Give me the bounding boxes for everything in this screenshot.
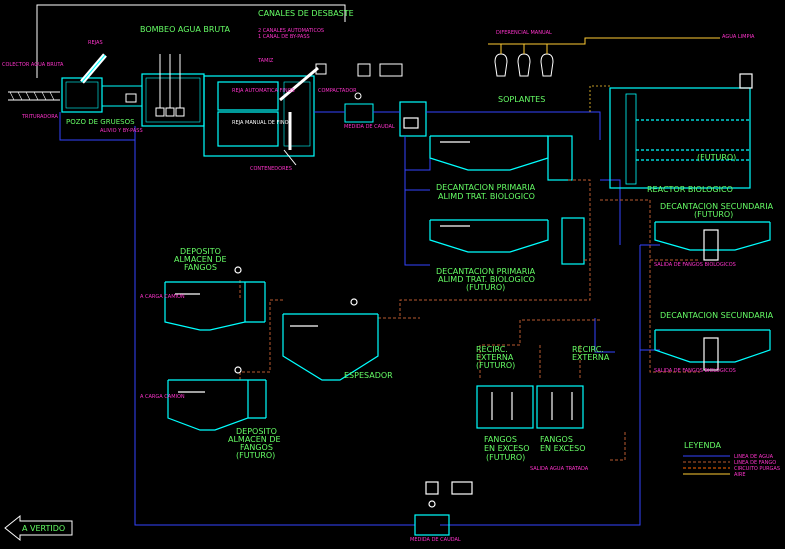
reactor-biologico xyxy=(609,73,753,189)
label-decant-primaria-2c: (FUTURO) xyxy=(466,283,505,292)
legend-title: LEYENDA xyxy=(684,441,721,450)
legend-item-aire: AIRE xyxy=(734,472,746,478)
label-canales-desbaste: CANALES DE DESBASTE xyxy=(258,9,354,18)
label-salida-fangos-1: SALIDA DE FANGOS BIOLOGICOS xyxy=(654,262,736,268)
label-fangos-exceso-2: FANGOS xyxy=(540,435,573,444)
label-reja-manual: REJA MANUAL DE FINOS xyxy=(232,120,292,126)
label-deposito-2c: FANGOS xyxy=(240,443,273,452)
decant-primaria-2 xyxy=(429,217,585,265)
label-carga-camion-2: A CARGA CAMION xyxy=(140,394,185,400)
label-rejas: REJAS xyxy=(88,40,103,46)
label-deposito-1: DEPOSITO xyxy=(180,247,221,256)
label-reja-automatica: REJA AUTOMATICA FINOS xyxy=(232,88,295,94)
label-contenedores: CONTENEDORES xyxy=(250,166,292,172)
label-a-vertido: A VERTIDO xyxy=(22,524,65,533)
desbaste-building xyxy=(203,75,315,157)
decant-secundaria-2 xyxy=(654,329,771,371)
sludge-lines xyxy=(239,179,700,461)
decant-secundaria-1 xyxy=(654,221,771,261)
label-decant-secundaria-2: DECANTACION SECUNDARIA xyxy=(660,311,774,320)
espesador xyxy=(282,298,379,381)
label-recirc-1: RECIRC. xyxy=(476,345,508,354)
legend-item-fango: LINEA DE FANGO xyxy=(734,460,776,466)
water-lines xyxy=(59,111,660,526)
inlet-collector xyxy=(8,91,60,101)
label-agua-limpia: AGUA LIMPIA xyxy=(722,34,755,40)
label-recirc-1c: (FUTURO) xyxy=(476,361,515,370)
decant-primaria-1 xyxy=(429,135,573,181)
label-diferencial: DIFERENCIAL MANUAL xyxy=(496,30,552,36)
label-pozo-gruesos: POZO DE GRUESOS xyxy=(66,118,135,126)
label-deposito-1c: FANGOS xyxy=(184,263,217,272)
top-frame xyxy=(36,4,346,78)
medida-caudal-bottom xyxy=(414,481,473,536)
label-canal-by-pass: 1 CANAL DE BY-PASS xyxy=(258,34,310,40)
label-reactor: REACTOR BIOLOGICO xyxy=(647,185,733,194)
label-fangos-exceso-1c: (FUTURO) xyxy=(486,453,525,462)
label-tamiz: TAMIZ xyxy=(257,58,274,64)
pozo-gruesos xyxy=(61,53,107,113)
soplantes xyxy=(488,37,720,77)
label-decant-primaria-2b: ALIMD TRAT. BIOLOGICO xyxy=(438,275,535,284)
label-recirc-2: RECIRC. xyxy=(572,345,604,354)
label-decant-secundaria-1: DECANTACION SECUNDARIA xyxy=(660,202,774,211)
deposito-fangos-2 xyxy=(167,266,267,431)
label-deposito-2: DEPOSITO xyxy=(236,427,277,436)
label-futuro-reactor: (FUTURO) xyxy=(697,153,736,162)
label-espesador: ESPESADOR xyxy=(344,371,393,380)
label-salida-agua-tratada: SALIDA AGUA TRATADA xyxy=(530,466,589,472)
label-canales-automaticos: 2 CANALES AUTOMATICOS xyxy=(258,28,324,34)
label-decant-primaria-1b: ALIMD TRAT. BIOLOGICO xyxy=(438,192,535,201)
legend-item-purgas: CIRCUITO PURGAS xyxy=(734,466,780,472)
label-decant-primaria-1: DECANTACION PRIMARIA xyxy=(436,183,536,192)
label-colector: COLECTOR AGUA BRUTA xyxy=(2,62,64,68)
label-soplantes: SOPLANTES xyxy=(498,95,545,104)
label-medida-caudal-bottom: MEDIDA DE CAUDAL xyxy=(410,537,461,543)
label-deposito-2b: ALMACEN DE xyxy=(228,435,281,444)
legend-lines xyxy=(683,455,730,475)
label-salida-fangos-2: SALIDA DE FANGOS BIOLOGICOS xyxy=(654,368,736,374)
air-lines xyxy=(589,85,610,112)
label-trituradora: TRITURADORA xyxy=(21,114,58,120)
label-decant-secundaria-1b: (FUTURO) xyxy=(694,210,733,219)
label-fangos-exceso-1: FANGOS xyxy=(484,435,517,444)
pozo-channel xyxy=(101,85,143,107)
vertido-arrow xyxy=(4,514,73,542)
bombeo-pumps xyxy=(155,54,185,117)
label-deposito-1b: ALMACEN DE xyxy=(174,255,227,264)
label-carga-camion-1: A CARGA CAMION xyxy=(140,294,185,300)
label-fangos-exceso-2b: EN EXCESO xyxy=(540,444,586,453)
label-bombeo: BOMBEO AGUA BRUTA xyxy=(140,25,231,34)
label-recirc-2b: EXTERNA xyxy=(572,353,610,362)
label-alivio: ALIVIO Y BY-PASS xyxy=(100,128,143,134)
label-medida-caudal-top: MEDIDA DE CAUDAL xyxy=(344,124,395,130)
recirc-tanks xyxy=(476,385,584,429)
label-decant-primaria-2: DECANTACION PRIMARIA xyxy=(436,267,536,276)
tamiz-screen xyxy=(279,63,327,166)
label-deposito-2d: (FUTURO) xyxy=(236,451,275,460)
label-fangos-exceso-1b: EN EXCESO xyxy=(484,444,530,453)
deposito-fangos-1 xyxy=(164,281,266,331)
legend-item-agua: LINEA DE AGUA xyxy=(734,454,774,460)
medida-caudal-top xyxy=(344,63,403,123)
medida-tank xyxy=(399,101,427,137)
label-recirc-1b: EXTERNA xyxy=(476,353,514,362)
label-compactador: COMPACTADOR xyxy=(318,88,357,94)
bombeo-building xyxy=(141,73,205,127)
